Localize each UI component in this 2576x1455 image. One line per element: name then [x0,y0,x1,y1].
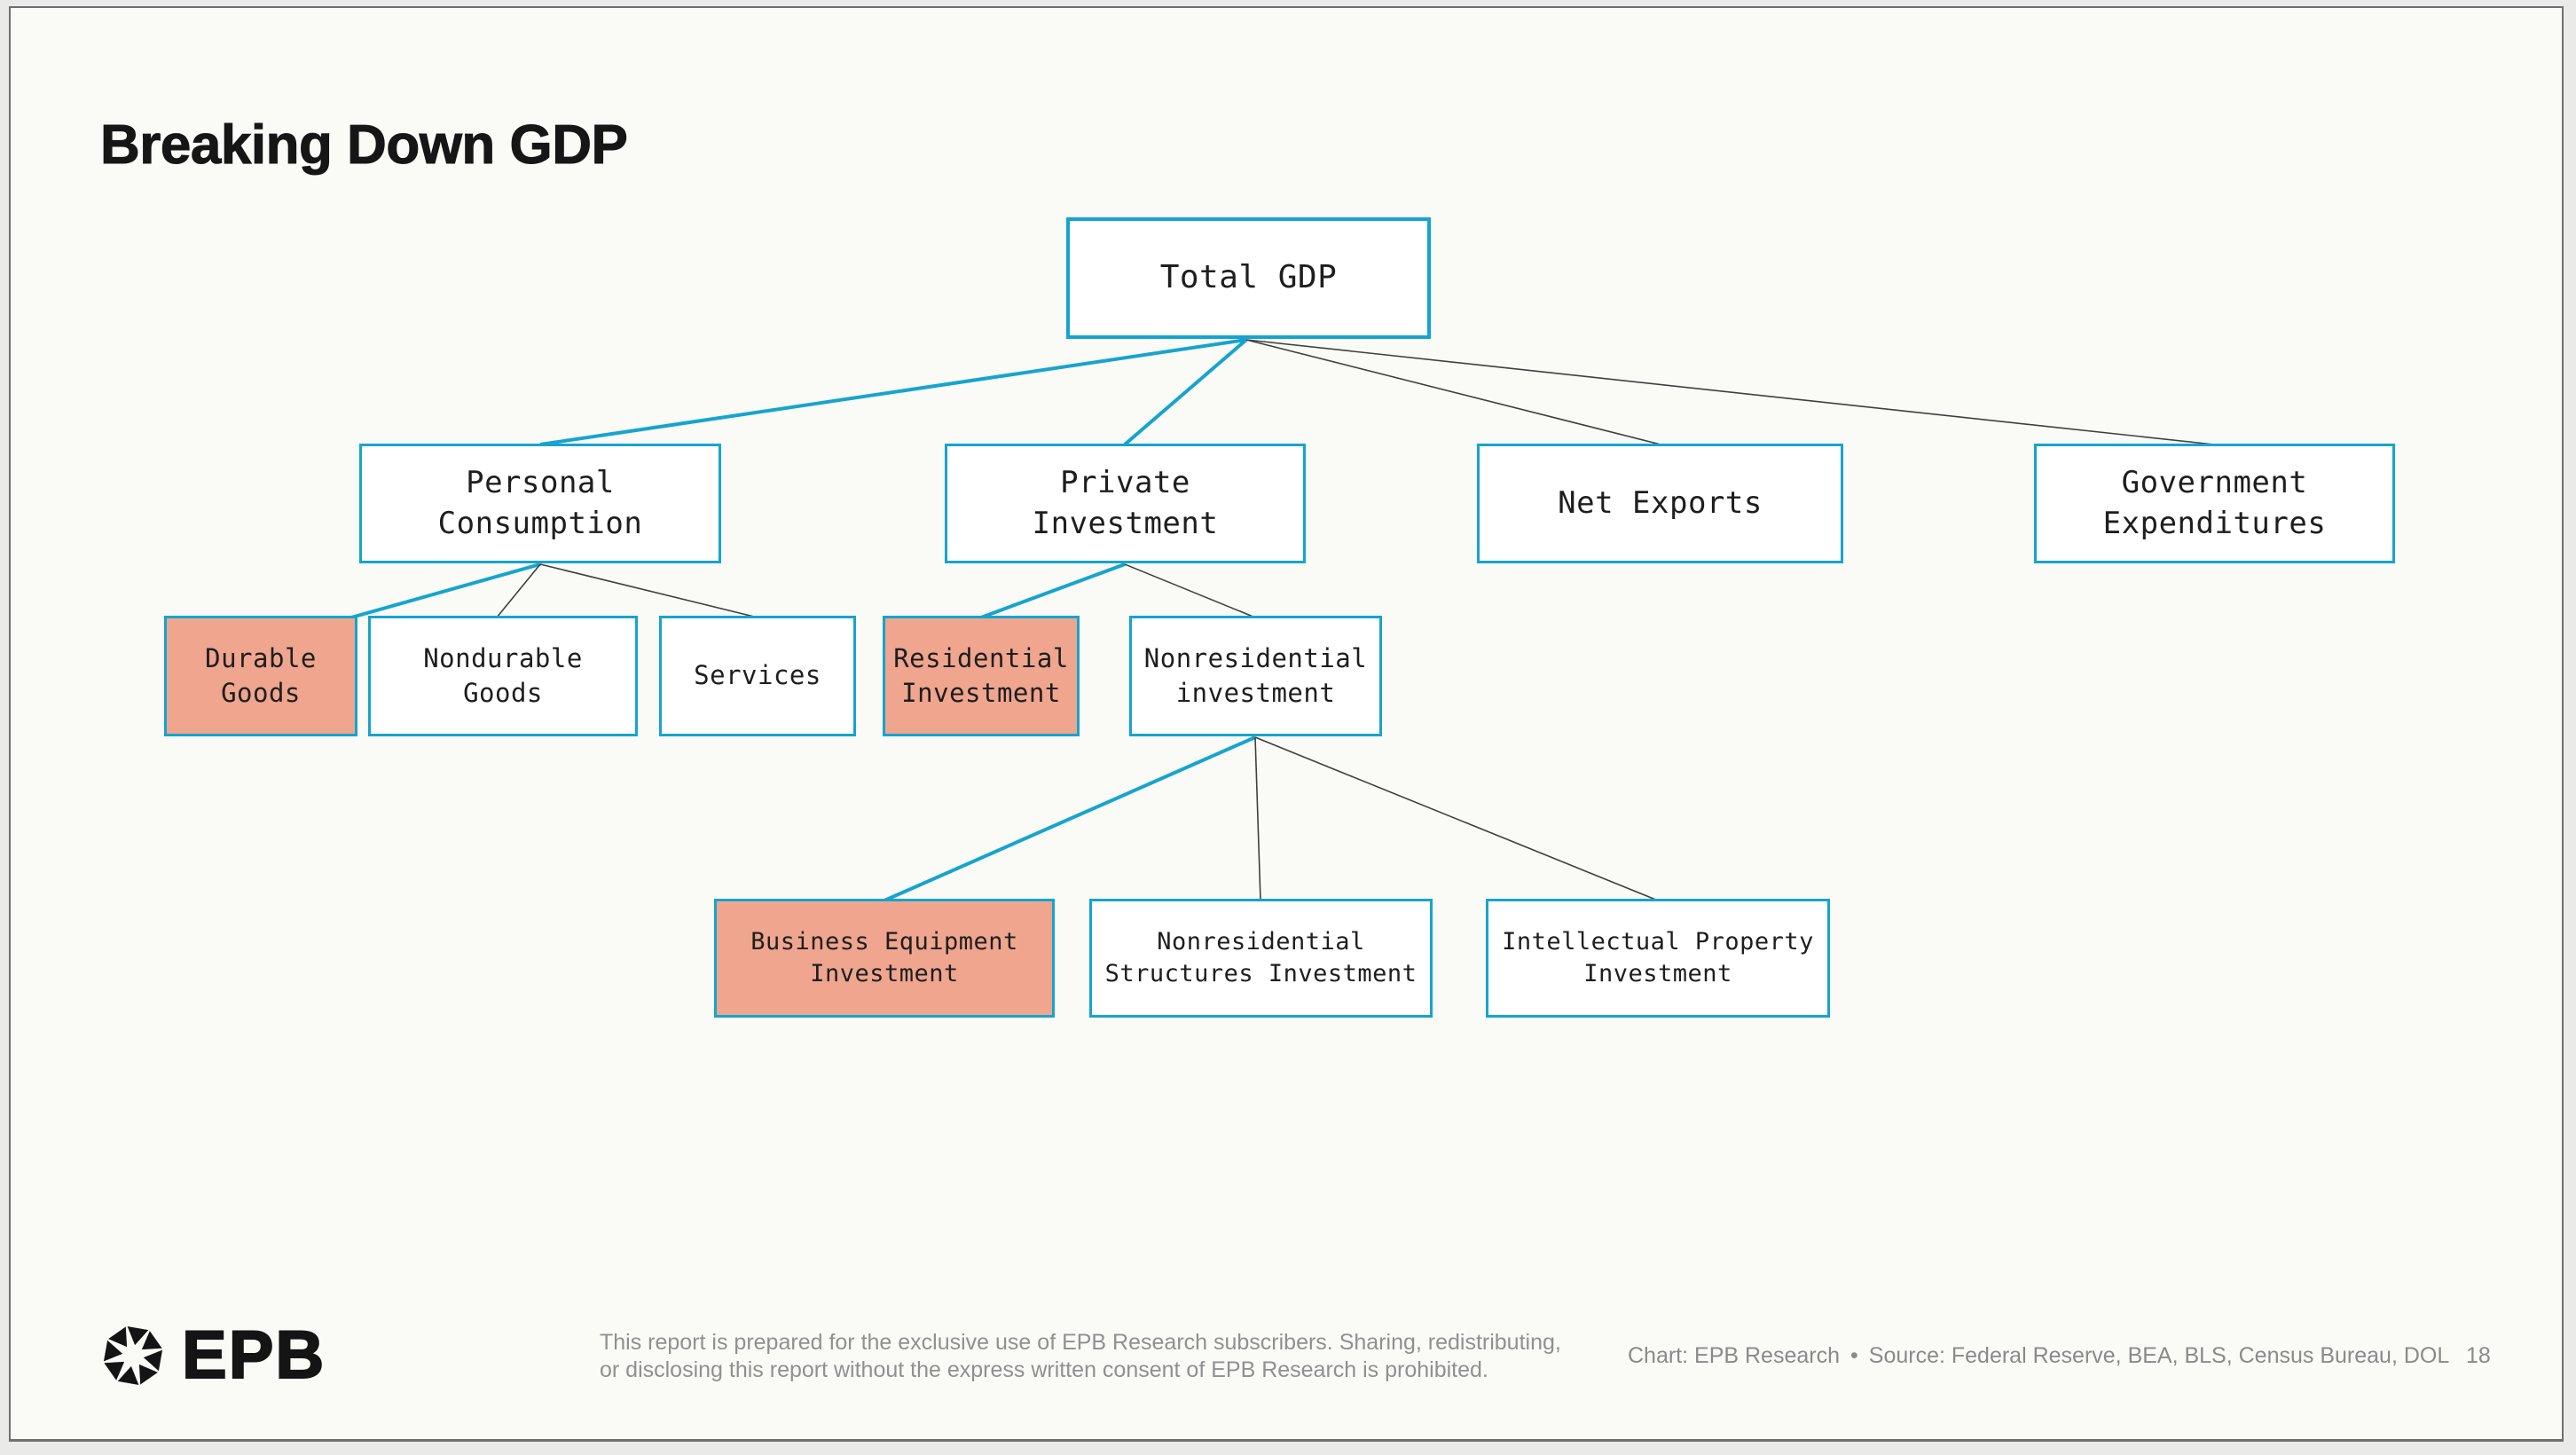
node-net-exports: Net Exports [1477,444,1843,563]
edge-private-investment-residential-investment [980,562,1126,619]
node-total-gdp: Total GDP [1066,217,1431,339]
edge-nonresidential-investment-intellectual-property [1254,736,1659,901]
node-residential-investment: Residential Investment [883,616,1080,736]
edge-total-gdp-private-investment [1123,338,1248,446]
edge-nonresidential-investment-structures [1254,736,1261,901]
footer-credit: Chart: EPB Research • Source: Federal Rese… [1628,1343,2449,1369]
edge-total-gdp-net-exports [1245,339,1661,445]
epb-logo-text: EPB [181,1317,326,1393]
epb-logo: EPB [100,1321,326,1390]
edge-private-investment-nonresidential-investment [1124,563,1256,618]
edge-personal-consumption-durable-goods [350,562,541,619]
node-services: Services [659,616,856,736]
footer-disclaimer: This report is prepared for the exclusiv… [600,1329,1561,1384]
page-title: Breaking Down GDP [99,114,628,176]
epb-logo-mark-icon [103,1325,163,1386]
node-government-expenditures: Government Expenditures [2034,444,2395,563]
footer-credit-separator: • [1850,1343,1858,1368]
footer-credit-source: Source: Federal Reserve, BEA, BLS, Censu… [1868,1343,2450,1368]
node-intellectual-property-investment: Intellectual Property Investment [1486,899,1830,1018]
page-number: 18 [2466,1343,2491,1368]
edge-personal-consumption-services [539,563,758,618]
edge-total-gdp-government-expenditures [1245,339,2215,445]
footer-credit-chart: Chart: EPB Research [1628,1343,1840,1368]
node-personal-consumption: Personal Consumption [359,444,721,563]
edge-personal-consumption-nondurable-goods [496,563,541,618]
node-nonresidential-investment: Nonresidential investment [1129,616,1382,736]
edge-total-gdp-personal-consumption [539,338,1247,446]
node-private-investment: Private Investment [945,444,1306,563]
node-nondurable-goods: Nondurable Goods [368,616,638,736]
node-nonresidential-structures-investment: Nonresidential Structures Investment [1089,899,1433,1018]
footer-disclaimer-line-1: This report is prepared for the exclusiv… [600,1330,1561,1355]
node-durable-goods: Durable Goods [164,616,357,736]
edge-nonresidential-investment-business-equipment [884,735,1256,902]
footer-disclaimer-line-2: or disclosing this report without the ex… [600,1357,1488,1382]
node-business-equipment-investment: Business Equipment Investment [714,899,1055,1018]
